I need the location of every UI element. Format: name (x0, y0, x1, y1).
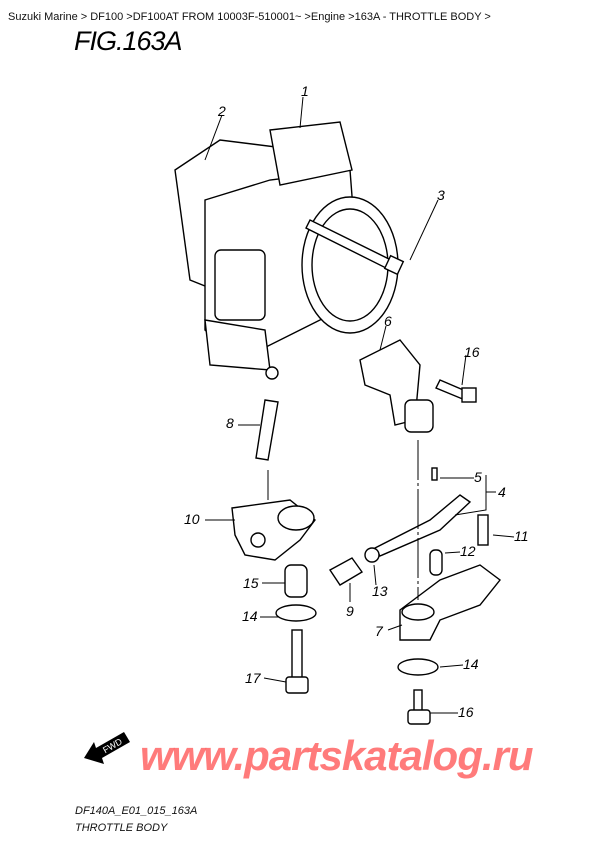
bracket-6-boss (404, 399, 434, 433)
fwd-arrow-icon: FWD (84, 732, 130, 764)
pin-12 (429, 549, 443, 576)
callout-12[interactable]: 12 (460, 543, 476, 559)
callout-13[interactable]: 13 (372, 583, 388, 599)
breadcrumb[interactable]: Suzuki Marine > DF100 >DF100AT FROM 1000… (8, 11, 491, 23)
lever-7-boss (401, 603, 435, 621)
callout-14b[interactable]: 14 (463, 656, 479, 672)
bolt-17 (291, 629, 303, 681)
figure-title: FIG.163A (74, 26, 183, 56)
washer-14-lower (397, 658, 439, 676)
lever-10-ball (250, 532, 266, 548)
watermark: www.partskatalog.ru (140, 732, 534, 779)
callout-16[interactable]: 16 (464, 344, 480, 360)
callout-11[interactable]: 11 (514, 528, 529, 544)
diagram-caption: THROTTLE BODY (75, 822, 168, 834)
rod-4 (374, 494, 472, 557)
callout-9[interactable]: 9 (346, 603, 354, 619)
callout-8[interactable]: 8 (226, 415, 234, 431)
washer-14 (275, 604, 317, 622)
pin-11 (477, 514, 489, 546)
ball-joint (265, 366, 279, 380)
nut-13 (364, 547, 380, 563)
lever-7 (399, 564, 501, 641)
bolt-16-lower-head (407, 709, 431, 725)
intake-port (214, 249, 266, 321)
diagram-code: DF140A_E01_015_163A (75, 805, 198, 817)
callout-14[interactable]: 14 (242, 608, 258, 624)
callout-17[interactable]: 17 (245, 670, 262, 686)
joint-9 (328, 557, 364, 586)
throttle-bore-inner (311, 208, 389, 322)
bolt-3-head (383, 254, 405, 276)
bolt-16-head (461, 387, 477, 403)
lever-10-boss (277, 505, 315, 531)
callout-2[interactable]: 2 (217, 103, 226, 119)
sensor (269, 121, 353, 186)
callout-10[interactable]: 10 (184, 511, 200, 527)
callout-6[interactable]: 6 (384, 313, 392, 329)
pin-5 (431, 467, 438, 481)
leader-lines (204, 96, 515, 714)
callout-15[interactable]: 15 (243, 575, 259, 591)
bolt-17-head (285, 676, 309, 694)
callout-4[interactable]: 4 (498, 484, 506, 500)
callout-3[interactable]: 3 (437, 187, 445, 203)
callout-7[interactable]: 7 (375, 623, 384, 639)
collar-15 (284, 564, 308, 598)
callout-5[interactable]: 5 (474, 469, 482, 485)
callout-1[interactable]: 1 (301, 83, 309, 99)
callout-16b[interactable]: 16 (458, 704, 474, 720)
link-8 (255, 399, 279, 461)
